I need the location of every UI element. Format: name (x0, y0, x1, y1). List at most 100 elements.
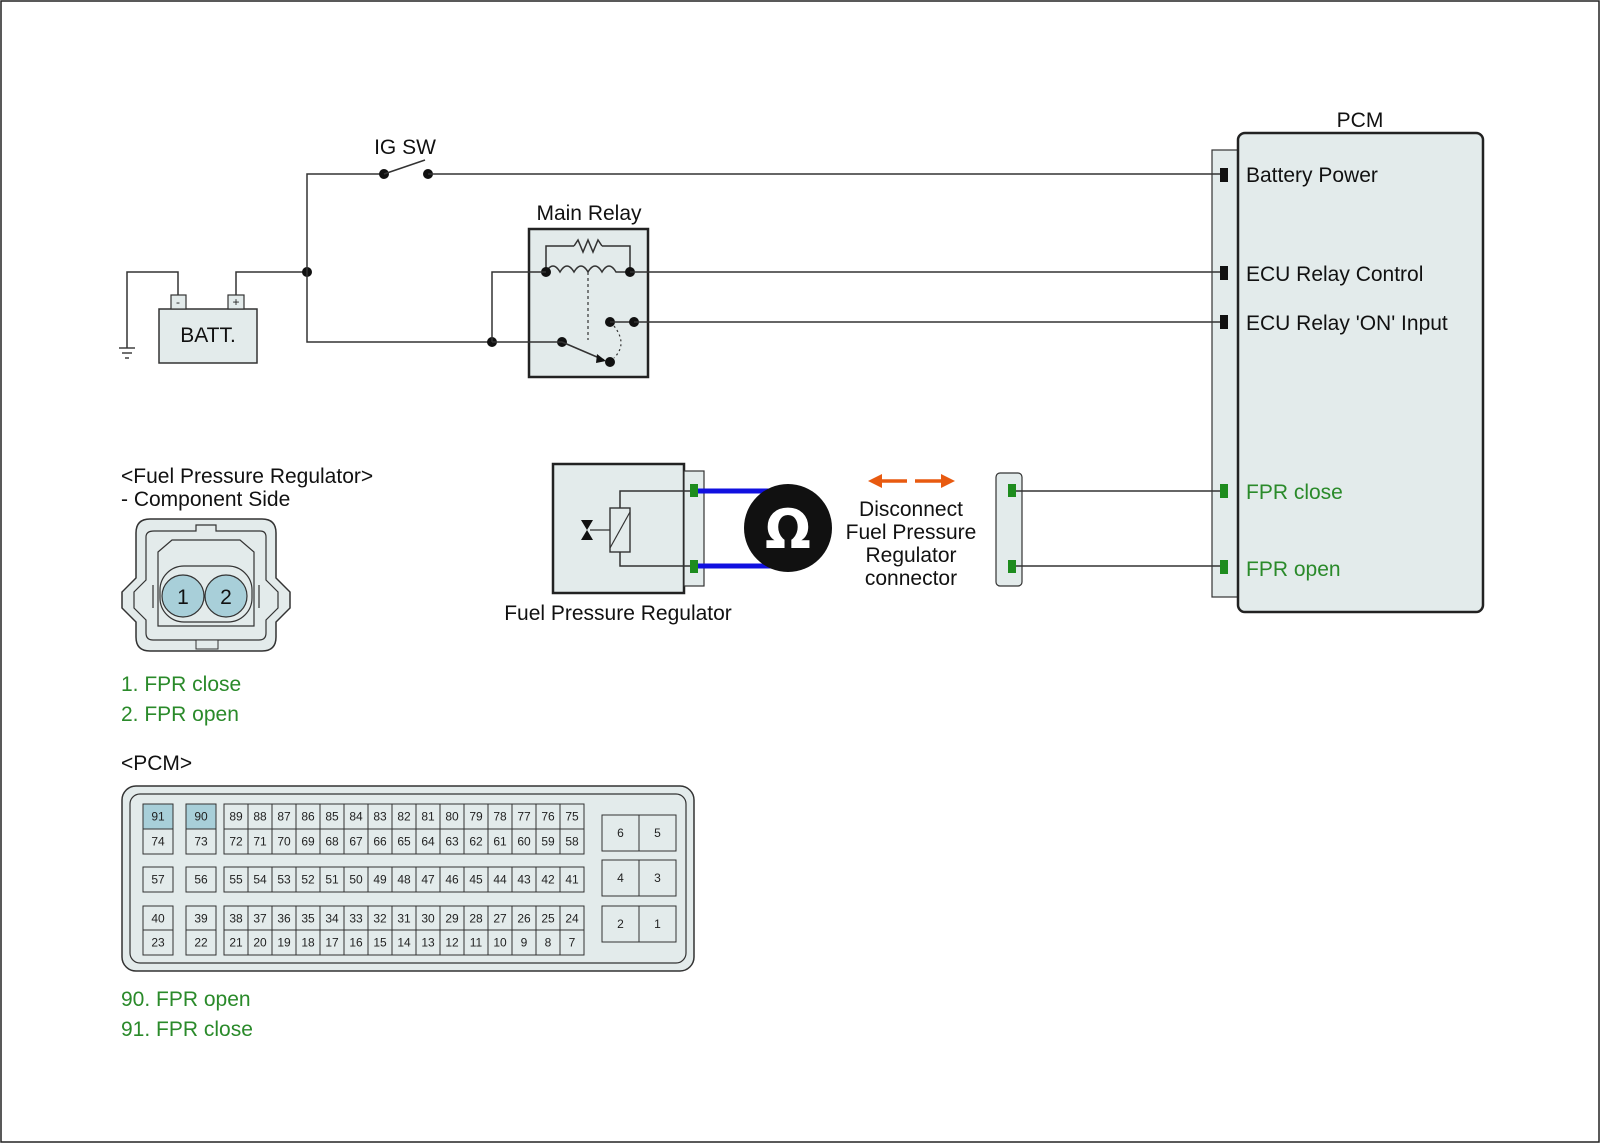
label-pcm-fpr-open: FPR open (1246, 558, 1341, 581)
fpr-solenoid-diagonal (609, 511, 631, 549)
main-relay-label: Main Relay (536, 202, 642, 225)
pcm-pin-33 (343, 905, 369, 932)
pcm-pin-label-52: 52 (301, 873, 315, 887)
pcm-pin-label-26: 26 (517, 912, 531, 926)
label-ecu-relay-control: ECU Relay Control (1246, 263, 1423, 286)
pcm-pin-label-23: 23 (151, 936, 165, 950)
fpr-valve-icon (581, 520, 593, 540)
pcm-pin-1 (638, 905, 677, 943)
label-ecu-relay-on-input: ECU Relay 'ON' Input (1246, 312, 1448, 335)
pcm-pin-52 (295, 866, 321, 893)
pcm-pin-label-55: 55 (229, 873, 243, 887)
component-view-title: <Fuel Pressure Regulator> (121, 465, 373, 488)
ohmmeter-symbol: Ω (765, 498, 811, 561)
pcm-pin-64 (415, 828, 441, 855)
pcm-pin-label-67: 67 (349, 835, 363, 849)
pcm-pin-label-90: 90 (194, 810, 208, 824)
relay-coil-icon (545, 265, 630, 274)
pcm-pin-70 (271, 828, 297, 855)
pcm-pin-label-58: 58 (565, 835, 579, 849)
pcm-pin-label-89: 89 (229, 810, 243, 824)
disconnect-line-4: connector (865, 567, 957, 590)
pcm-pin-label-19: 19 (277, 936, 291, 950)
pcm-pin-label-9: 9 (521, 936, 528, 950)
pcm-pin-label-4: 4 (617, 871, 624, 885)
pcm-pin-35 (295, 905, 321, 932)
pcm-pin-44 (487, 866, 513, 893)
pcm-pin-79 (463, 803, 489, 830)
pcm-legend-2: 91. FPR close (121, 1018, 253, 1041)
pcm-pin-label-41: 41 (565, 873, 579, 887)
harness-pin-2 (1008, 560, 1016, 573)
ig-sw-blade (383, 159, 426, 175)
pcm-pin-40 (142, 905, 174, 932)
label-pcm-fpr-close: FPR close (1246, 481, 1343, 504)
component-pin-1-label: 1 (177, 586, 189, 609)
ig-sw-feed-wire (306, 173, 384, 272)
pcm-pin-label-84: 84 (349, 810, 363, 824)
pcm-pin-label-13: 13 (421, 936, 435, 950)
disconnect-line-3: Regulator (865, 544, 956, 567)
pcm-pin-73 (185, 828, 217, 855)
harness-connector (995, 472, 1023, 587)
pcm-terminal-fpr-open (1220, 560, 1228, 574)
relay-resistor-wire-right (602, 245, 631, 272)
pcm-pin-45 (463, 866, 489, 893)
pcm-pin-label-10: 10 (493, 936, 507, 950)
pcm-pin-label-76: 76 (541, 810, 555, 824)
ig-sw-label: IG SW (374, 136, 436, 159)
relay-switch-arrow-icon (596, 354, 606, 363)
pcm-pin-31 (391, 905, 417, 932)
pcm-pin-label-1: 1 (654, 917, 661, 931)
disconnect-line-2: Fuel Pressure (846, 521, 977, 544)
fpr-pin-1 (690, 484, 698, 497)
component-legend-1: 1. FPR close (121, 673, 241, 696)
disconnect-arrows-icon (868, 474, 955, 488)
pcm-terminal-ecu-relay-on (1220, 315, 1228, 329)
battery-positive-wire (235, 271, 307, 295)
pcm-pin-56 (185, 866, 217, 893)
pcm-pin-69 (295, 828, 321, 855)
pcm-pin-label-40: 40 (151, 912, 165, 926)
pcm-terminal-ecu-relay-control (1220, 266, 1228, 280)
pcm-view-title: <PCM> (121, 752, 192, 775)
ohmmeter-icon (744, 484, 832, 572)
pcm-pin-41 (559, 866, 585, 893)
pcm-pin-label-35: 35 (301, 912, 315, 926)
pcm-pin-label-44: 44 (493, 873, 507, 887)
pcm-pin-label-16: 16 (349, 936, 363, 950)
pcm-pin-label-3: 3 (654, 871, 661, 885)
pcm-pin-51 (319, 866, 345, 893)
pcm-pin-label-27: 27 (493, 912, 507, 926)
pcm-pin-label-91: 91 (151, 810, 165, 824)
pcm-pin-46 (439, 866, 465, 893)
component-view-subtitle: - Component Side (121, 488, 290, 511)
pcm-pin-12 (439, 929, 465, 956)
pcm-pin-label-57: 57 (151, 873, 165, 887)
component-pin-1 (161, 574, 205, 618)
battery-negative-sign: - (176, 295, 180, 309)
pcm-pin-label-32: 32 (373, 912, 387, 926)
pcm-pin-77 (511, 803, 537, 830)
pcm-pin-label-45: 45 (469, 873, 483, 887)
pcm-pin-7 (559, 929, 585, 956)
pcm-pin-label-77: 77 (517, 810, 531, 824)
pcm-pin-3 (638, 859, 677, 897)
component-legend-2: 2. FPR open (121, 703, 239, 726)
pcm-pin-68 (319, 828, 345, 855)
pcm-pin-label-61: 61 (493, 835, 507, 849)
pcm-pin-label-65: 65 (397, 835, 411, 849)
pcm-pin-label-28: 28 (469, 912, 483, 926)
pcm-pin-label-68: 68 (325, 835, 339, 849)
pcm-pin-65 (391, 828, 417, 855)
pcm-pin-label-82: 82 (397, 810, 411, 824)
fpr-internal-wire-top (619, 490, 690, 508)
component-pin-2 (204, 574, 248, 618)
pcm-pin-label-71: 71 (253, 835, 267, 849)
pcm-pin-29 (439, 905, 465, 932)
pcm-pin-label-5: 5 (654, 826, 661, 840)
pcm-pin-label-66: 66 (373, 835, 387, 849)
pcm-pin-label-2: 2 (617, 917, 624, 931)
pcm-pin-4 (601, 859, 640, 897)
